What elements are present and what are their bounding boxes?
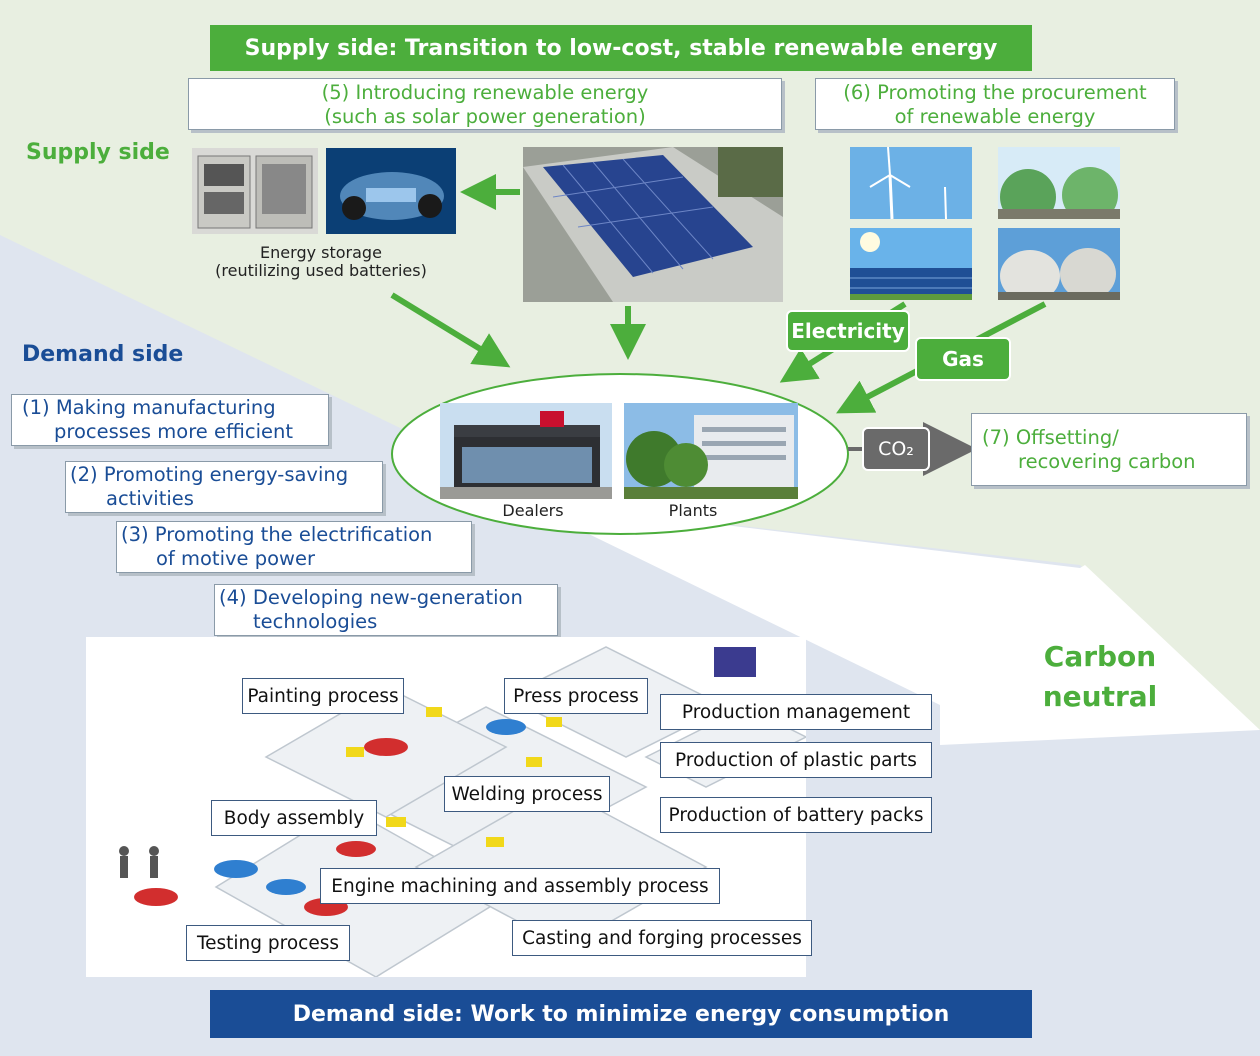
supply-side-banner: Supply side: Transition to low-cost, sta… — [210, 25, 1032, 71]
demand-item-3-line1: (3) Promoting the electrification — [121, 523, 433, 546]
production-management-label: Production management — [660, 694, 932, 730]
demand-item-1: (1) Making manufacturing processes more … — [11, 394, 329, 446]
demand-item-3-line2: of motive power — [156, 547, 315, 570]
item7-line1: (7) Offsetting/ — [982, 426, 1119, 449]
carbon-neutral-line2: neutral — [1042, 680, 1158, 713]
carbon-neutral-line1: Carbon — [1043, 640, 1157, 673]
gas-tanks-photo — [998, 147, 1120, 219]
item7-box: (7) Offsetting/ recovering carbon — [971, 413, 1247, 486]
wind-turbine-photo — [850, 147, 972, 219]
arrow-storage-to-sites — [390, 292, 511, 368]
biogas-tanks-photo — [998, 228, 1120, 300]
demand-item-3: (3) Promoting the electrification of mot… — [116, 521, 472, 573]
demand-item-1-line1: (1) Making manufacturing — [22, 396, 276, 419]
engine-process-label: Engine machining and assembly process — [320, 868, 720, 904]
demand-item-4-line2: technologies — [253, 610, 378, 633]
item6-line1: (6) Promoting the procurement — [843, 81, 1147, 104]
demand-item-2: (2) Promoting energy-saving activities — [65, 461, 383, 513]
co2-box: CO₂ — [862, 427, 930, 471]
plastic-parts-label: Production of plastic parts — [660, 742, 932, 778]
demand-item-2-line1: (2) Promoting energy-saving — [70, 463, 349, 486]
testing-process-label: Testing process — [186, 925, 350, 961]
item6-box: (6) Promoting the procurement of renewab… — [815, 78, 1175, 130]
dealers-caption: Dealers — [502, 501, 564, 520]
press-process-label: Press process — [504, 678, 648, 714]
demand-item-1-line2: processes more efficient — [54, 420, 293, 443]
item5-box: (5) Introducing renewable energy (such a… — [188, 78, 782, 130]
storage-caption: Energy storage (reutilizing used batteri… — [196, 244, 446, 280]
carbon-neutral-arrow — [560, 505, 1260, 745]
plant-photo — [624, 403, 798, 499]
solar-roof-photo — [523, 147, 783, 302]
item5-line1: (5) Introducing renewable energy — [321, 81, 649, 104]
dealer-photo — [440, 403, 612, 499]
carbon-neutral-text: Carbon neutral — [1010, 637, 1190, 717]
solar-field-photo — [850, 228, 972, 300]
demand-banner-text: Demand side: Work to minimize energy con… — [292, 1001, 950, 1027]
battery-cabinet-photo — [192, 148, 318, 234]
storage-caption-line2: (reutilizing used batteries) — [215, 261, 427, 280]
battery-packs-label: Production of battery packs — [660, 797, 932, 833]
demand-item-4: (4) Developing new-generation technologi… — [214, 584, 558, 636]
electricity-label: Electricity — [786, 310, 910, 352]
supply-side-label: Supply side — [26, 140, 170, 165]
storage-caption-line1: Energy storage — [260, 243, 382, 262]
ev-chassis-photo — [326, 148, 456, 234]
demand-item-4-line1: (4) Developing new-generation — [219, 586, 523, 609]
painting-process-label: Painting process — [242, 678, 404, 714]
plants-caption: Plants — [668, 501, 718, 520]
item7-line2: recovering carbon — [1018, 450, 1196, 473]
demand-item-2-line2: activities — [106, 487, 194, 510]
supply-banner-text: Supply side: Transition to low-cost, sta… — [244, 35, 998, 61]
body-assembly-label: Body assembly — [211, 800, 377, 836]
gas-label: Gas — [915, 337, 1011, 381]
item6-line2: of renewable energy — [894, 105, 1096, 128]
demand-side-banner: Demand side: Work to minimize energy con… — [210, 990, 1032, 1038]
item5-line2: (such as solar power generation) — [324, 105, 646, 128]
demand-side-label: Demand side — [22, 342, 184, 367]
casting-forging-label: Casting and forging processes — [512, 920, 812, 956]
welding-process-label: Welding process — [444, 776, 610, 812]
